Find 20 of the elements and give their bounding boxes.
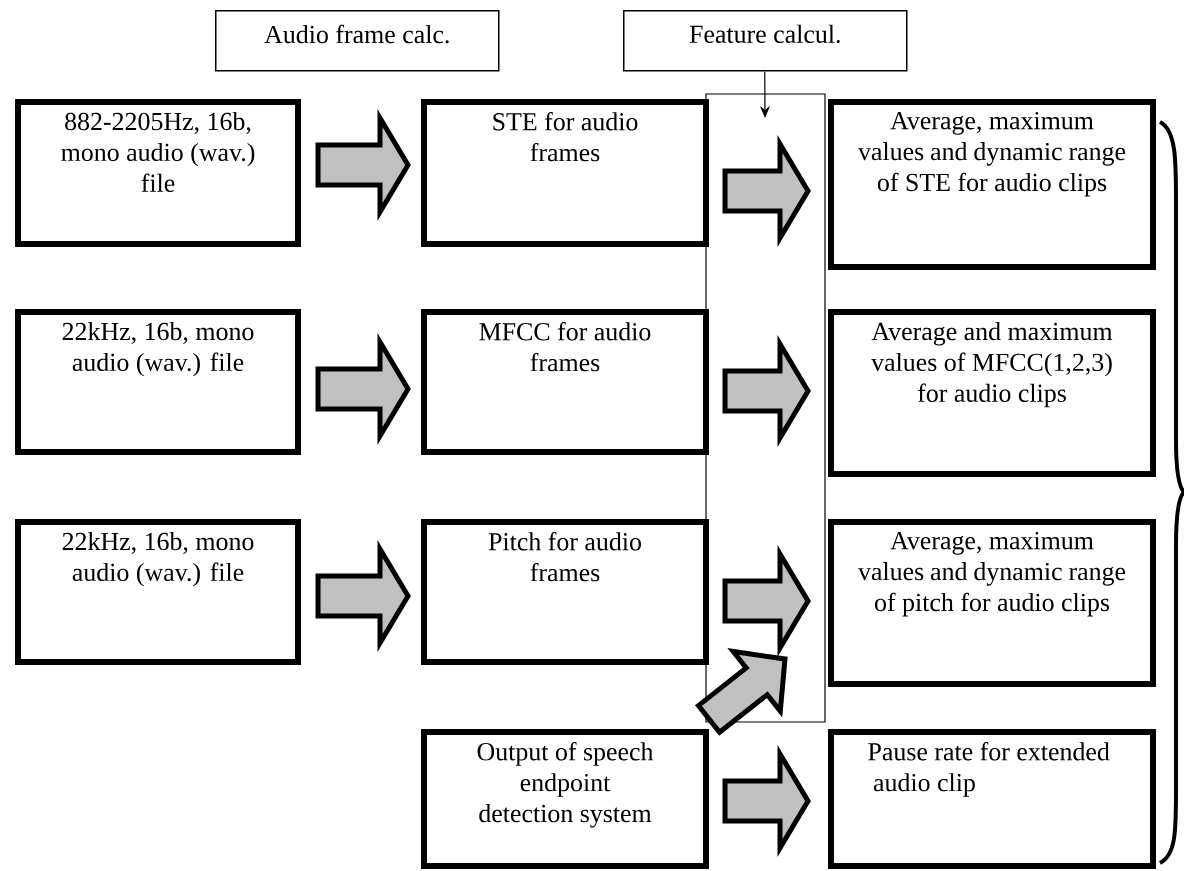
process-box: MFCC for audio frames [421, 309, 709, 455]
block-arrow [722, 744, 811, 858]
block-arrow [315, 332, 411, 446]
input-box: 22kHz, 16b, mono audio (wav.) file [15, 309, 301, 455]
block-arrow [722, 134, 811, 248]
process-box: STE for audio frames [421, 99, 709, 247]
input-box: 22kHz, 16b, mono audio (wav.) file [15, 519, 301, 665]
header-box: Audio frame calc. [215, 10, 500, 72]
input-box: 882-2205Hz, 16b, mono audio (wav.) file [15, 99, 301, 247]
block-arrow [722, 544, 811, 658]
result-box: Average, maximum values and dynamic range of STE for audio clips [828, 99, 1156, 270]
header-box: Feature calcul. [623, 10, 908, 72]
result-box: Average and maximum values of MFCC(1,2,3) for audio clips [828, 309, 1156, 477]
process-box: Pitch for audio frames [421, 519, 709, 665]
result-box: Pause rate for extended audio clip [828, 729, 1156, 869]
block-arrow [722, 334, 811, 448]
process-box: Output of speech endpoint detection system [421, 729, 709, 869]
result-box: Average, maximum values and dynamic range of pitch for audio clips [828, 519, 1156, 687]
block-arrow [315, 108, 411, 222]
block-arrow [315, 539, 411, 653]
